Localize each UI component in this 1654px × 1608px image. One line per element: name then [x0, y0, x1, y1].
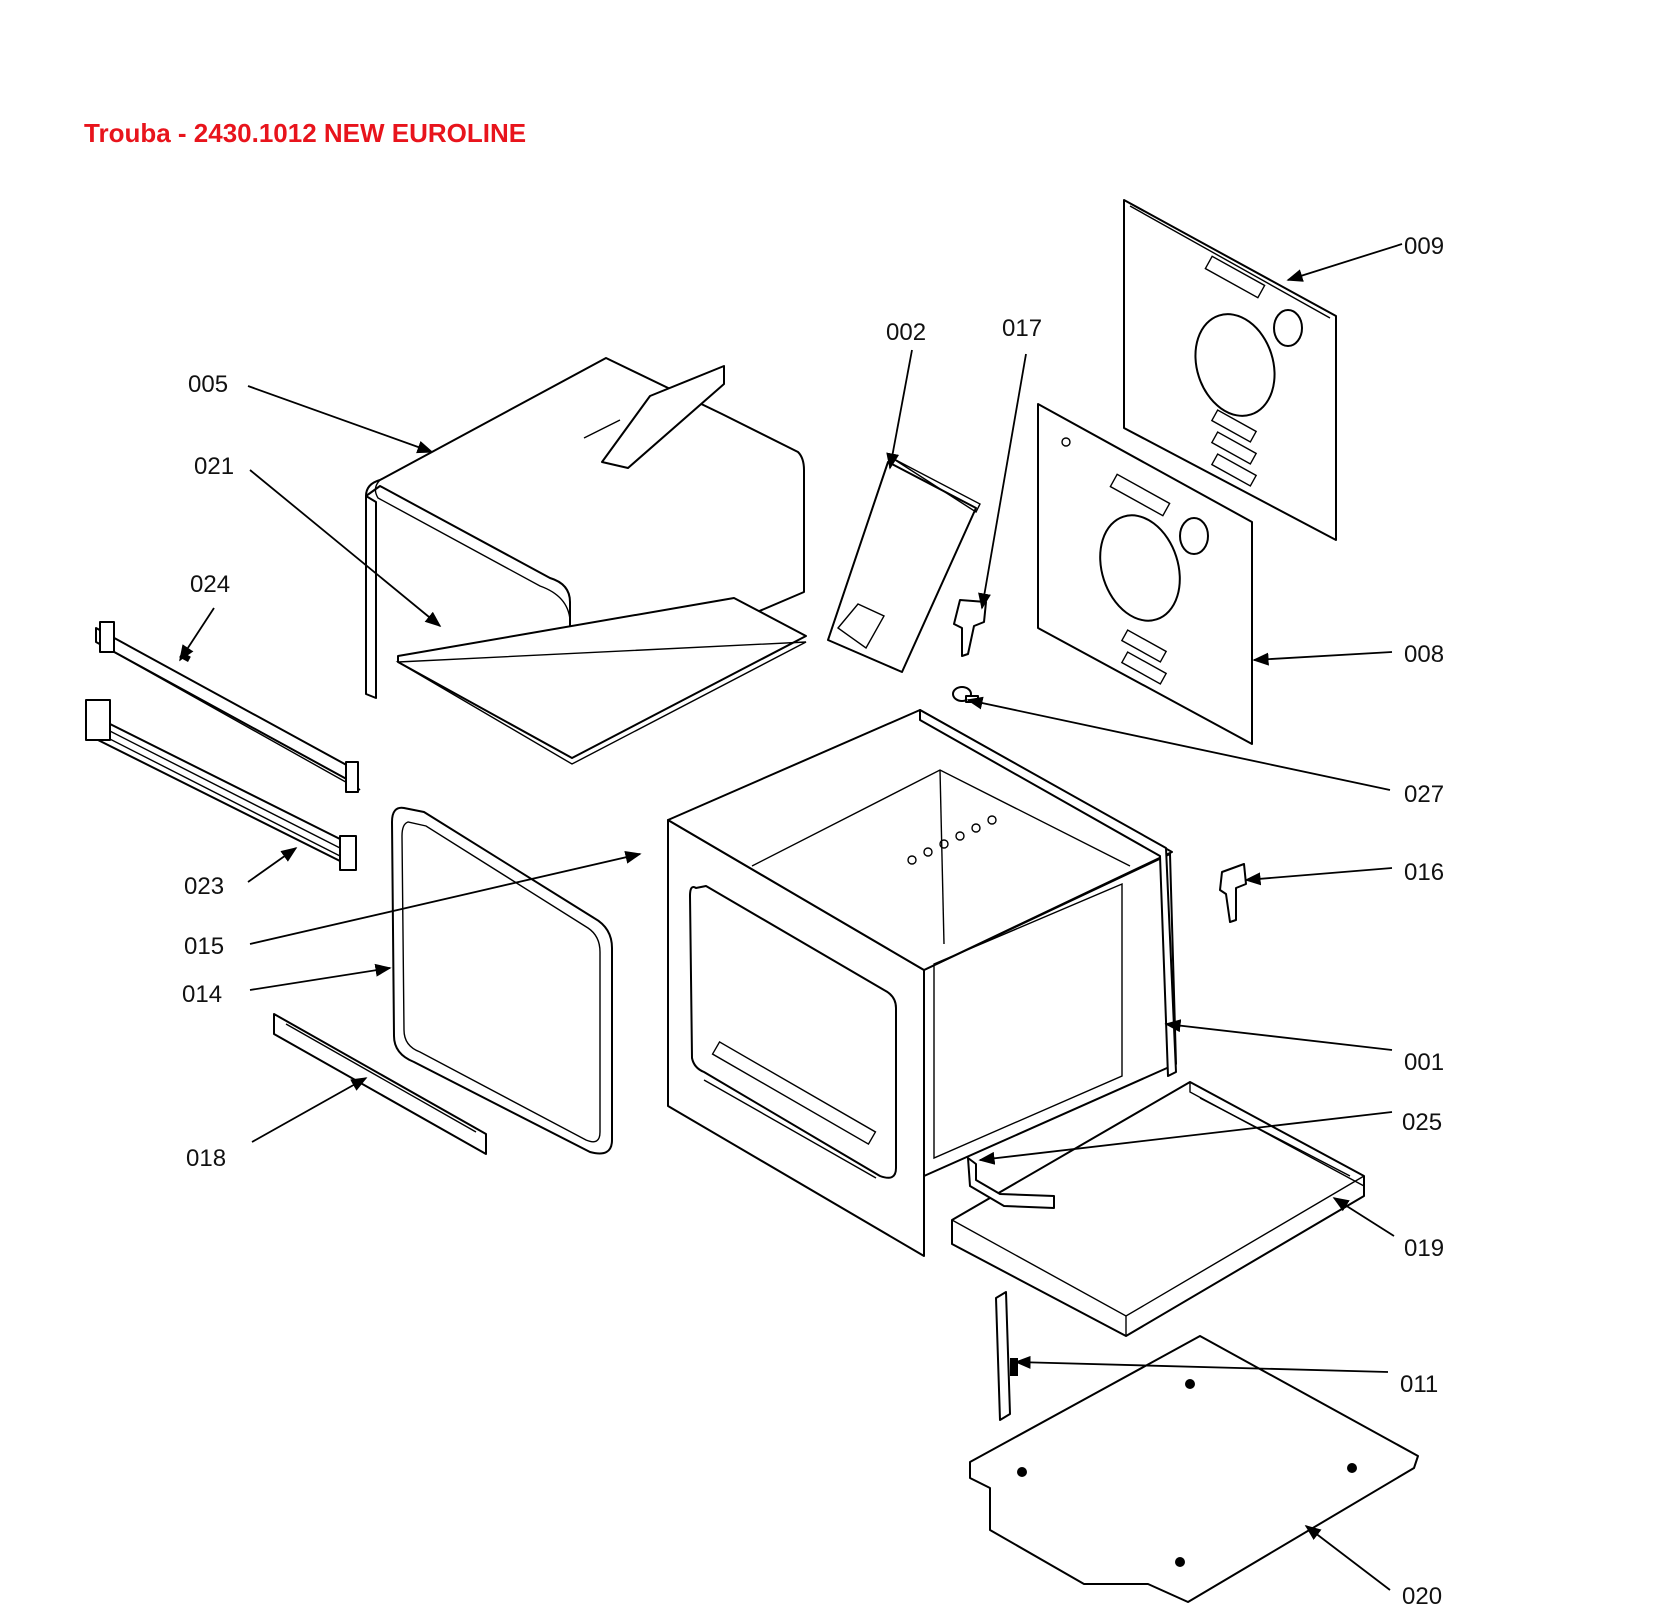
callout-005: 005: [188, 371, 228, 398]
callout-024: 024: [190, 571, 230, 598]
part-009-rear-panel: [1123, 199, 1337, 541]
callout-labels: 009 002 017 005 021 024 008 027 023 016 …: [182, 233, 1444, 1608]
part-001-oven-cavity: [667, 709, 1177, 1257]
part-021-bottom-plate: [395, 597, 807, 765]
leader-lines: [179, 243, 1403, 1591]
callout-008: 008: [1404, 641, 1444, 668]
part-019-drawer-tray: [951, 1081, 1365, 1337]
part-017-clip: [953, 599, 987, 657]
part-027-screw: [952, 686, 979, 703]
part-014-door-gasket: [391, 806, 613, 1155]
part-011-side-bar: [995, 1291, 1018, 1421]
part-018-seal-strip: [273, 1013, 487, 1155]
part-025-bracket: [967, 1097, 1351, 1209]
callout-021: 021: [194, 453, 234, 480]
part-008-back-panel: [1037, 403, 1253, 745]
callout-018: 018: [186, 1145, 226, 1172]
part-023-lower-rail: [85, 699, 357, 871]
callout-015: 015: [184, 933, 224, 960]
callout-017: 017: [1002, 315, 1042, 342]
part-020-base-plate: [969, 1335, 1419, 1603]
callout-016: 016: [1404, 859, 1444, 886]
callout-025: 025: [1402, 1109, 1442, 1136]
callout-009: 009: [1404, 233, 1444, 260]
callout-001: 001: [1404, 1049, 1444, 1076]
part-016-clip: [1219, 863, 1247, 923]
callout-002: 002: [886, 319, 926, 346]
callout-011: 011: [1400, 1371, 1438, 1398]
callout-019: 019: [1404, 1235, 1444, 1262]
callout-020: 020: [1402, 1583, 1442, 1608]
callout-027: 027: [1404, 781, 1444, 808]
part-024-upper-rail: [95, 621, 361, 793]
diagram-title: Trouba - 2430.1012 NEW EUROLINE: [84, 118, 527, 148]
callout-023: 023: [184, 873, 224, 900]
part-002-bracket: [827, 457, 981, 673]
callout-014: 014: [182, 981, 222, 1008]
